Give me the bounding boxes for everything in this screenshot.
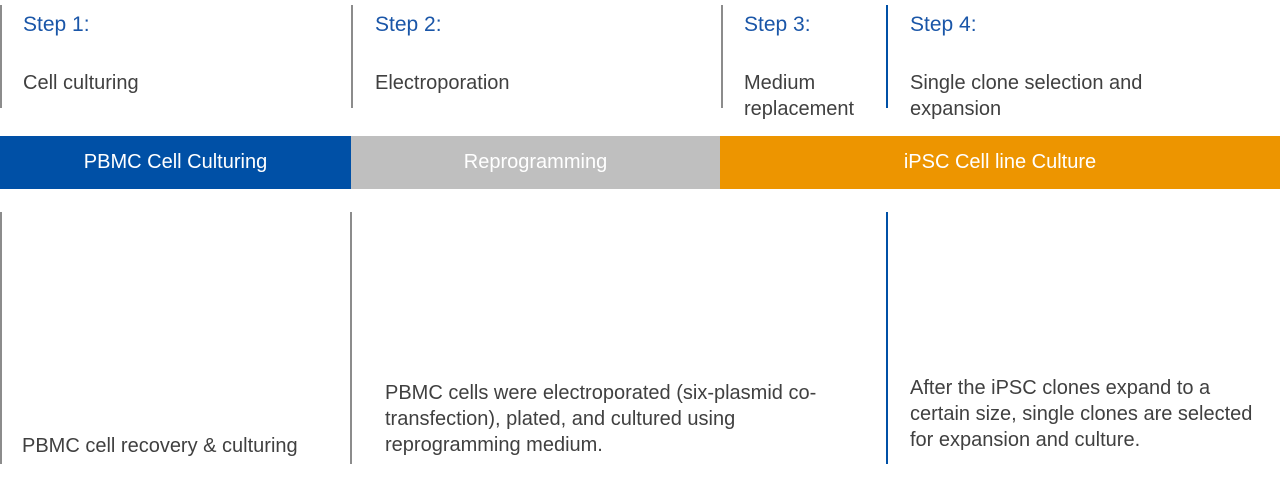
step-4-title: Step 4: — [910, 13, 977, 36]
divider-desc-1 — [0, 212, 2, 464]
step-1-title: Step 1: — [23, 13, 90, 36]
divider-step3 — [721, 5, 723, 108]
divider-desc-3 — [886, 212, 888, 464]
step-3-title: Step 3: — [744, 13, 811, 36]
divider-step4 — [886, 5, 888, 108]
phase-reprogramming: Reprogramming — [351, 136, 720, 189]
phase-pbmc-cell-culturing: PBMC Cell Culturing — [0, 136, 351, 189]
description-pbmc-recovery: PBMC cell recovery & culturing — [22, 435, 298, 457]
step-2-title: Step 2: — [375, 13, 442, 36]
step-4-subtitle: Single clone selection and expansion — [910, 72, 1143, 120]
step-1-subtitle: Cell culturing — [23, 72, 139, 94]
divider-step2 — [351, 5, 353, 108]
divider-step1 — [0, 5, 2, 108]
phase-ipsc-cell-line-culture: iPSC Cell line Culture — [720, 136, 1280, 189]
step-3-subtitle: Medium replacement — [744, 72, 855, 120]
step-2-subtitle: Electroporation — [375, 72, 510, 94]
description-clone-selection: After the iPSC clones expand to a certai… — [910, 377, 1253, 451]
divider-desc-2 — [350, 212, 352, 464]
description-electroporation: PBMC cells were electroporated (six-plas… — [385, 382, 817, 456]
